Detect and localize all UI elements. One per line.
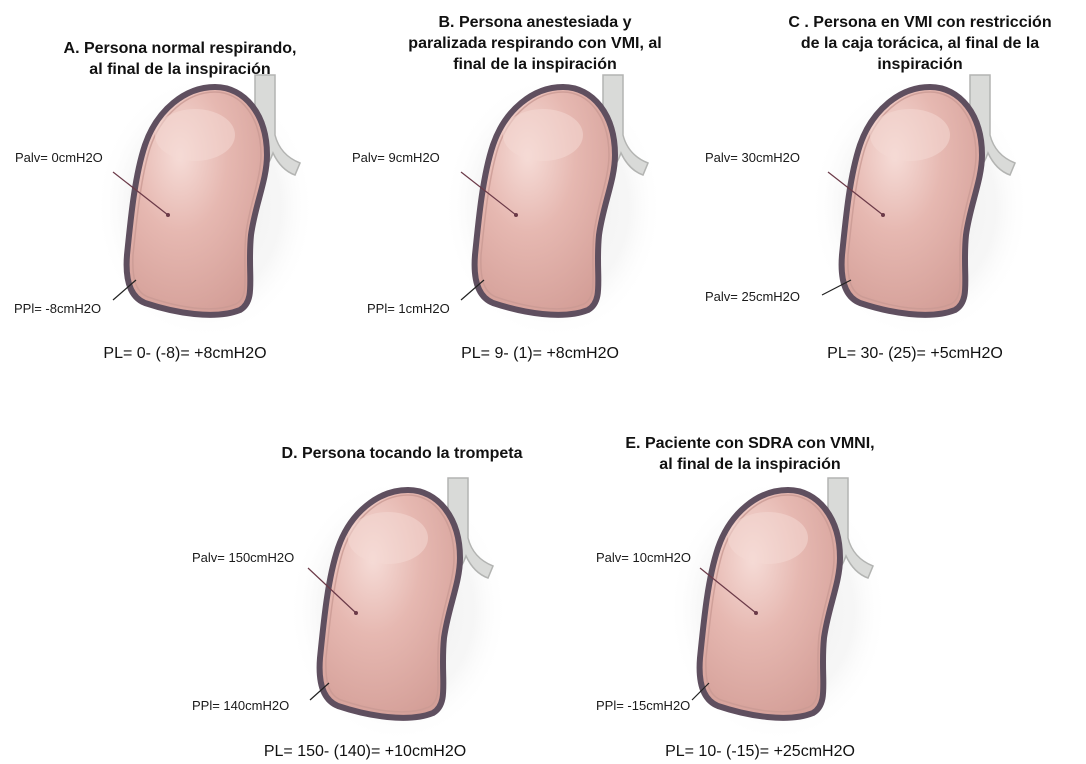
panel-d-lung-illustration	[288, 478, 508, 743]
panel-b-lung-illustration	[443, 75, 663, 340]
panel-c-alveolar-pressure: Palv= 30cmH2O	[705, 150, 800, 165]
panel-a-pleural-pressure: PPl= -8cmH2O	[14, 301, 101, 316]
panel-a-transpulmonary-formula: PL= 0- (-8)= +8cmH2O	[60, 345, 310, 363]
panel-e-title: E. Paciente con SDRA con VMNI, al final …	[600, 433, 900, 475]
panel-b-alveolar-pressure: Palv= 9cmH2O	[352, 150, 440, 165]
panel-e-lung-illustration	[668, 478, 888, 743]
panel-a-alveolar-pressure: Palv= 0cmH2O	[15, 150, 103, 165]
panel-b-title: B. Persona anestesiada y paralizada resp…	[375, 12, 695, 75]
panel-c-title: C . Persona en VMI con restricción de la…	[760, 12, 1080, 75]
panel-e-alveolar-pressure: Palv= 10cmH2O	[596, 550, 691, 565]
panel-b-transpulmonary-formula: PL= 9- (1)= +8cmH2O	[415, 345, 665, 363]
panel-d-title: D. Persona tocando la trompeta	[232, 443, 572, 464]
panel-e-transpulmonary-formula: PL= 10- (-15)= +25cmH2O	[610, 743, 910, 761]
panel-e-pleural-pressure: PPl= -15cmH2O	[596, 698, 690, 713]
panel-d-alveolar-pressure: Palv= 150cmH2O	[192, 550, 294, 565]
panel-c-pleural-pressure: Palv= 25cmH2O	[705, 289, 800, 304]
panel-b-pleural-pressure: PPl= 1cmH2O	[367, 301, 450, 316]
panel-c-lung-illustration	[810, 75, 1030, 340]
panel-a-lung-illustration	[95, 75, 315, 340]
panel-a-title: A. Persona normal respirando, al final d…	[30, 38, 330, 80]
panel-d-pleural-pressure: PPl= 140cmH2O	[192, 698, 289, 713]
panel-c-transpulmonary-formula: PL= 30- (25)= +5cmH2O	[790, 345, 1040, 363]
panel-d-transpulmonary-formula: PL= 150- (140)= +10cmH2O	[215, 743, 515, 761]
